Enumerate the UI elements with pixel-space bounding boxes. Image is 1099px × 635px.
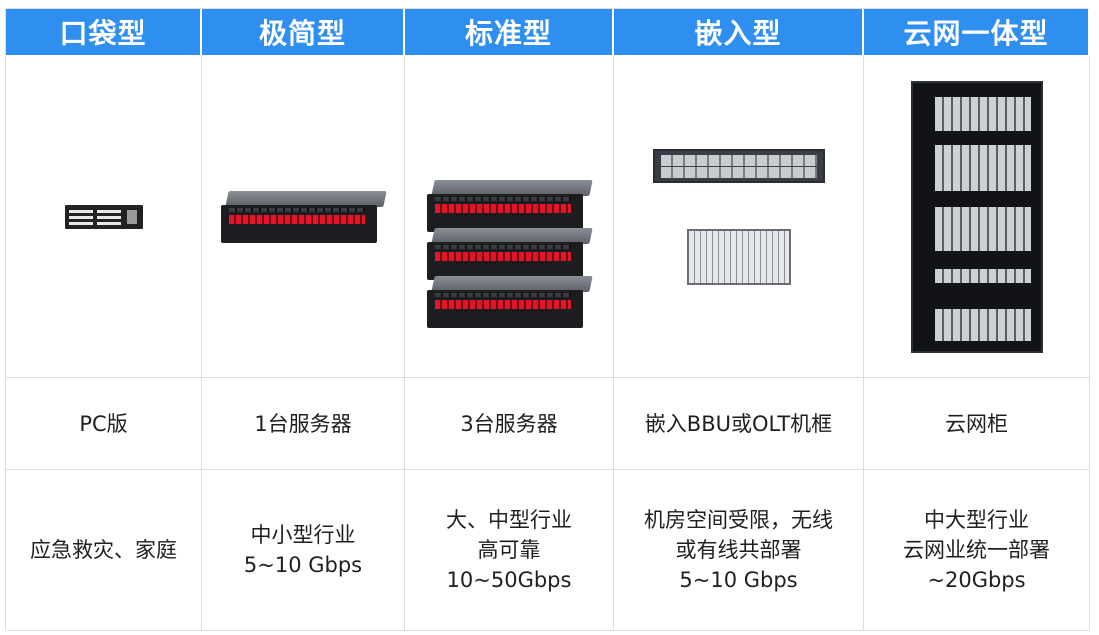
- scenario-cloud-network: 中大型行业 云网业统一部署 ~20Gbps: [864, 470, 1090, 631]
- pc-device-icon: [64, 204, 143, 229]
- hardware-standard: 3台服务器: [405, 378, 614, 470]
- scenario-line: 5~10 Gbps: [679, 568, 798, 592]
- header-embedded: 嵌入型: [614, 9, 864, 56]
- illustration-pocket: [6, 56, 202, 378]
- olt-chassis-icon: [686, 228, 791, 285]
- scenario-pocket: 应急救灾、家庭: [6, 470, 202, 631]
- illustration-minimal: [202, 56, 405, 378]
- scenario-minimal: 中小型行业 5~10 Gbps: [202, 470, 405, 631]
- scenario-line: 大、中型行业: [446, 508, 572, 532]
- header-standard: 标准型: [405, 9, 614, 56]
- hardware-embedded: 嵌入BBU或OLT机框: [614, 378, 864, 470]
- scenario-line: ~20Gbps: [927, 568, 1026, 592]
- scenario-line: 或有线共部署: [675, 538, 802, 562]
- hardware-pocket: PC版: [6, 378, 202, 470]
- header-cloud-network: 云网一体型: [864, 9, 1090, 56]
- bbu-chassis-icon: [652, 148, 825, 183]
- scenario-line: 10~50Gbps: [446, 568, 572, 592]
- scenario-embedded: 机房空间受限，无线 或有线共部署 5~10 Gbps: [614, 470, 864, 631]
- hardware-minimal: 1台服务器: [202, 378, 405, 470]
- scenario-line: 5~10 Gbps: [243, 553, 363, 577]
- scenario-line: 云网业统一部署: [903, 538, 1050, 562]
- scenario-line: 应急救灾、家庭: [30, 538, 177, 562]
- scenario-standard: 大、中型行业 高可靠 10~50Gbps: [405, 470, 614, 631]
- deployment-comparison-table: 口袋型 极简型 标准型 嵌入型 云网一体型: [5, 8, 1090, 631]
- illustration-embedded: [614, 56, 864, 378]
- header-minimal: 极简型: [202, 9, 405, 56]
- three-server-stack-icon: [427, 180, 593, 328]
- scenario-line: 中大型行业: [924, 508, 1029, 532]
- header-pocket: 口袋型: [6, 9, 202, 56]
- hardware-cloud-network: 云网柜: [864, 378, 1090, 470]
- scenario-line: 机房空间受限，无线: [644, 508, 833, 532]
- scenario-line: 高可靠: [477, 538, 541, 562]
- illustration-standard: [405, 56, 614, 378]
- single-server-icon: [221, 190, 387, 243]
- scenario-line: 中小型行业: [250, 523, 356, 547]
- illustration-cloud-network: [864, 56, 1090, 378]
- cloud-network-cabinet-icon: [910, 80, 1043, 353]
